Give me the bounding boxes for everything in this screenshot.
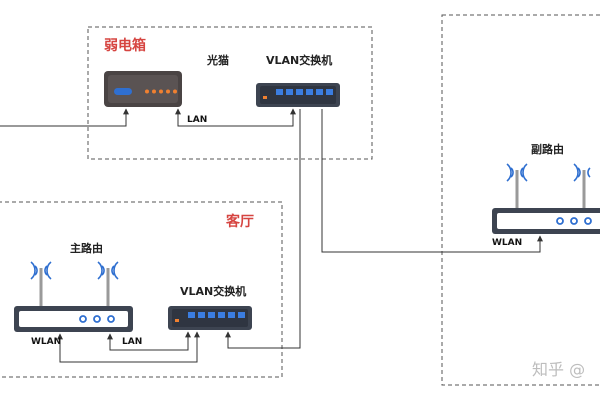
main-router-device	[14, 261, 133, 332]
switch-bottom-device	[168, 306, 252, 330]
connections	[0, 108, 543, 363]
switch-top-label: VLAN交换机	[266, 54, 333, 67]
main-router-wlan-link	[57, 331, 200, 363]
modem-device	[104, 71, 182, 107]
modem-switch-link	[175, 108, 296, 127]
sub-router-zone	[441, 14, 600, 386]
trunk-to-bottom-switch	[225, 109, 301, 349]
sub-router-wlan-label: WLAN	[492, 238, 523, 248]
main-router-lan-label: LAN	[122, 337, 143, 347]
main-router-wlan-label: WLAN	[31, 337, 62, 347]
zhihu-watermark: 知乎 @	[532, 360, 586, 379]
main-router-lan-link	[107, 331, 191, 351]
modem-power-led	[114, 88, 132, 95]
living-room-title: 客厅	[226, 214, 254, 230]
sub-router-label: 副路由	[531, 143, 564, 156]
modem-label: 光猫	[207, 54, 229, 67]
modem-lan-label: LAN	[187, 115, 208, 125]
wan-link	[0, 108, 129, 127]
switch-top-device	[256, 83, 340, 107]
living-room-zone	[0, 201, 283, 378]
sub-router-device	[492, 163, 600, 234]
weak-box-zone	[87, 26, 373, 160]
main-router-label: 主路由	[70, 242, 103, 255]
switch-bottom-label: VLAN交换机	[180, 285, 247, 298]
weak-box-title: 弱电箱	[104, 38, 146, 54]
trunk-to-sub-router	[321, 109, 543, 253]
